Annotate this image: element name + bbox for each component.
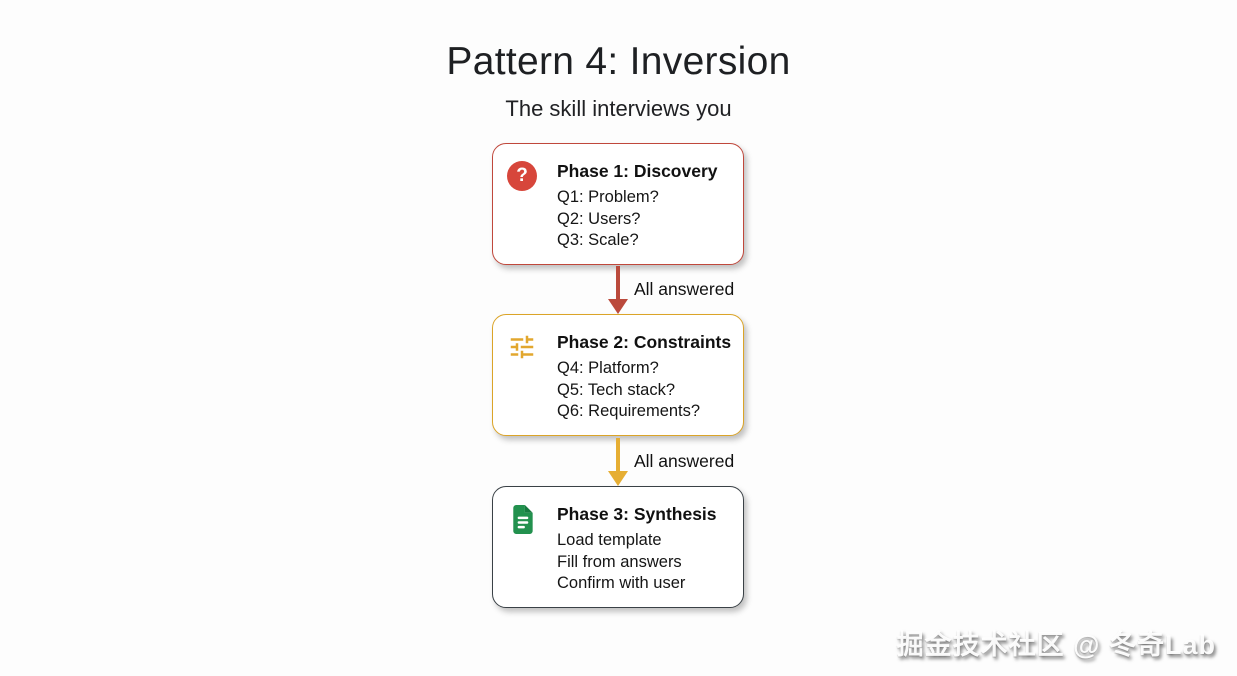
- page-subtitle: The skill interviews you: [505, 96, 732, 121]
- question-icon: ?: [507, 161, 537, 191]
- phase3-line-2: Fill from answers: [557, 552, 682, 571]
- document-icon: [507, 504, 537, 534]
- page-title: Pattern 4: Inversion: [446, 40, 791, 83]
- arrow-line: [616, 438, 620, 471]
- phase3-line-1: Load template: [557, 531, 662, 549]
- phase1-line-3: Q3: Scale?: [557, 231, 639, 249]
- phase2-line-2: Q5: Tech stack?: [557, 380, 676, 399]
- phase1-line-1: Q1: Problem?: [557, 188, 659, 206]
- phase3-card: Phase 3: Synthesis Load template Fill fr…: [492, 486, 744, 608]
- arrow-line: [616, 266, 620, 299]
- connector-2: All answered: [492, 438, 744, 486]
- phase2-card: Phase 2: Constraints Q4: Platform? Q5: T…: [492, 314, 744, 436]
- phase3-title: Phase 3: Synthesis: [557, 504, 717, 524]
- question-icon-glyph: ?: [507, 161, 537, 191]
- arrow-down-icon: [608, 438, 628, 486]
- connector-1: All answered: [492, 266, 744, 314]
- phase2-line-1: Q4: Platform?: [557, 359, 659, 377]
- arrow-head: [608, 471, 628, 486]
- watermark: 掘金技术社区 @ 冬奇Lab: [896, 630, 1216, 660]
- sliders-tune-icon: [507, 332, 537, 362]
- connector1-label: All answered: [634, 279, 735, 299]
- phase1-line-2: Q2: Users?: [557, 209, 641, 228]
- phase1-card: ? Phase 1: Discovery Q1: Problem? Q2: Us…: [492, 143, 744, 265]
- arrow-head: [608, 299, 628, 314]
- phase1-text: Phase 1: Discovery Q1: Problem? Q2: User…: [557, 161, 731, 252]
- connector2-label: All answered: [634, 451, 735, 471]
- phase2-title: Phase 2: Constraints: [557, 332, 732, 352]
- arrow-down-icon: [608, 266, 628, 314]
- phase1-title: Phase 1: Discovery: [557, 161, 718, 181]
- phase3-text: Phase 3: Synthesis Load template Fill fr…: [557, 504, 731, 595]
- phase3-line-3: Confirm with user: [557, 574, 686, 592]
- phase2-text: Phase 2: Constraints Q4: Platform? Q5: T…: [557, 332, 731, 423]
- phase2-line-3: Q6: Requirements?: [557, 402, 701, 420]
